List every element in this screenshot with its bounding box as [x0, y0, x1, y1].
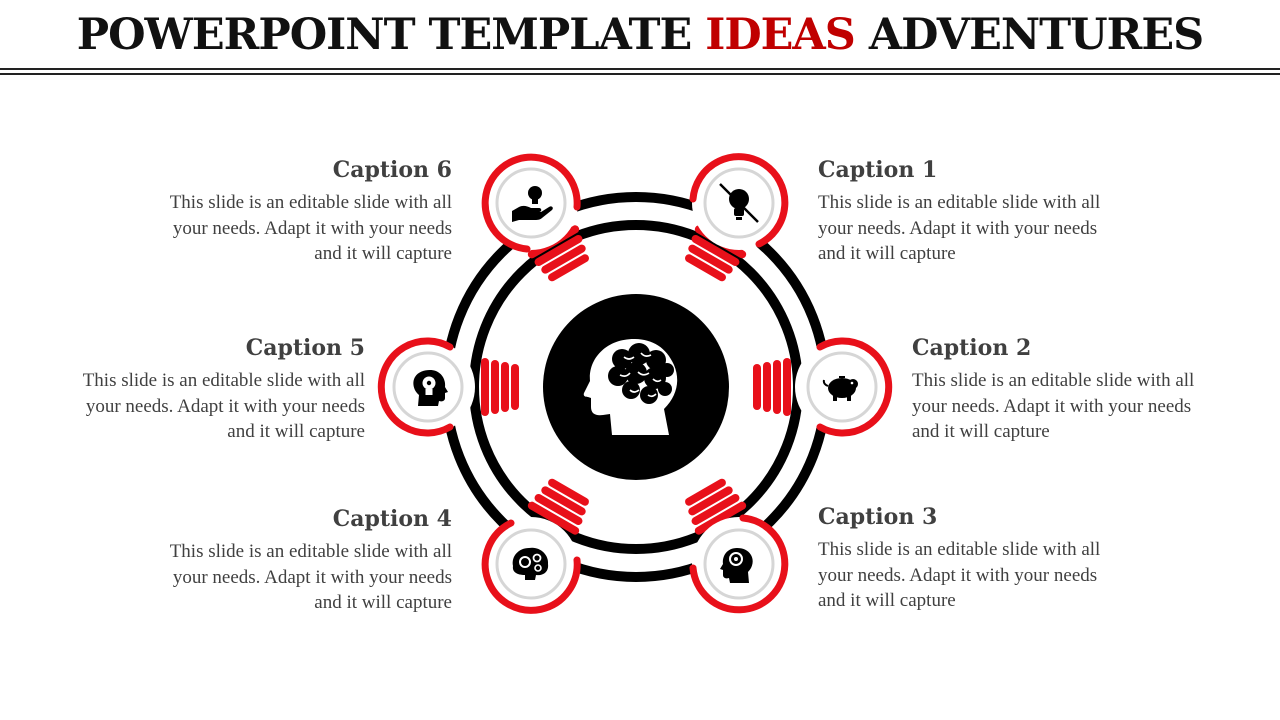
node-3: [689, 514, 789, 614]
caption-4-text: This slide is an editable slide with all…: [169, 541, 452, 613]
caption-4: Caption 4 This slide is an editable slid…: [152, 505, 452, 616]
caption-3-text: This slide is an editable slide with all…: [818, 539, 1101, 611]
node-2: [795, 337, 893, 437]
brain-head-icon: [583, 339, 678, 435]
caption-5: Caption 5 This slide is an editable slid…: [65, 334, 365, 445]
spring-connector-4: [527, 478, 589, 535]
node-6: [481, 153, 581, 253]
caption-2-text: This slide is an editable slide with all…: [912, 370, 1195, 442]
no-idea-bulb-icon: [719, 183, 759, 223]
caption-5-title: Caption 5: [245, 335, 365, 361]
caption-3-title: Caption 3: [818, 504, 938, 530]
node-1: [689, 153, 789, 250]
brain-gears-icon: [512, 547, 549, 580]
caption-6-title: Caption 6: [332, 157, 452, 183]
caption-1-title: Caption 1: [818, 157, 938, 183]
caption-1: Caption 1 This slide is an editable slid…: [818, 156, 1118, 267]
title-part-2: ADVENTURES: [854, 10, 1204, 60]
caption-3: Caption 3 This slide is an editable slid…: [818, 503, 1118, 614]
head-mind-icon: [720, 548, 753, 583]
head-bulb-icon: [413, 370, 448, 406]
title-highlight: IDEAS: [705, 10, 856, 60]
spring-connector-5: [481, 358, 519, 416]
caption-2: Caption 2 This slide is an editable slid…: [912, 334, 1212, 445]
title-part-1: POWERPOINT TEMPLATE: [76, 10, 706, 60]
slide-title: POWERPOINT TEMPLATE IDEAS ADVENTURES: [0, 6, 1280, 64]
caption-1-text: This slide is an editable slide with all…: [818, 192, 1101, 264]
caption-6-text: This slide is an editable slide with all…: [169, 192, 452, 264]
hand-bulb-icon: [512, 186, 553, 222]
caption-4-title: Caption 4: [332, 506, 452, 532]
spring-connector-3: [685, 478, 747, 535]
node-4: [481, 517, 581, 614]
caption-2-title: Caption 2: [912, 335, 1032, 361]
title-rule-bottom: [0, 73, 1280, 75]
title-rule-top: [0, 68, 1280, 70]
node-5: [377, 337, 475, 437]
caption-6: Caption 6 This slide is an editable slid…: [152, 156, 452, 267]
caption-5-text: This slide is an editable slide with all…: [82, 370, 365, 442]
piggy-bank-icon: [822, 376, 858, 401]
spring-connector-2: [753, 358, 791, 416]
